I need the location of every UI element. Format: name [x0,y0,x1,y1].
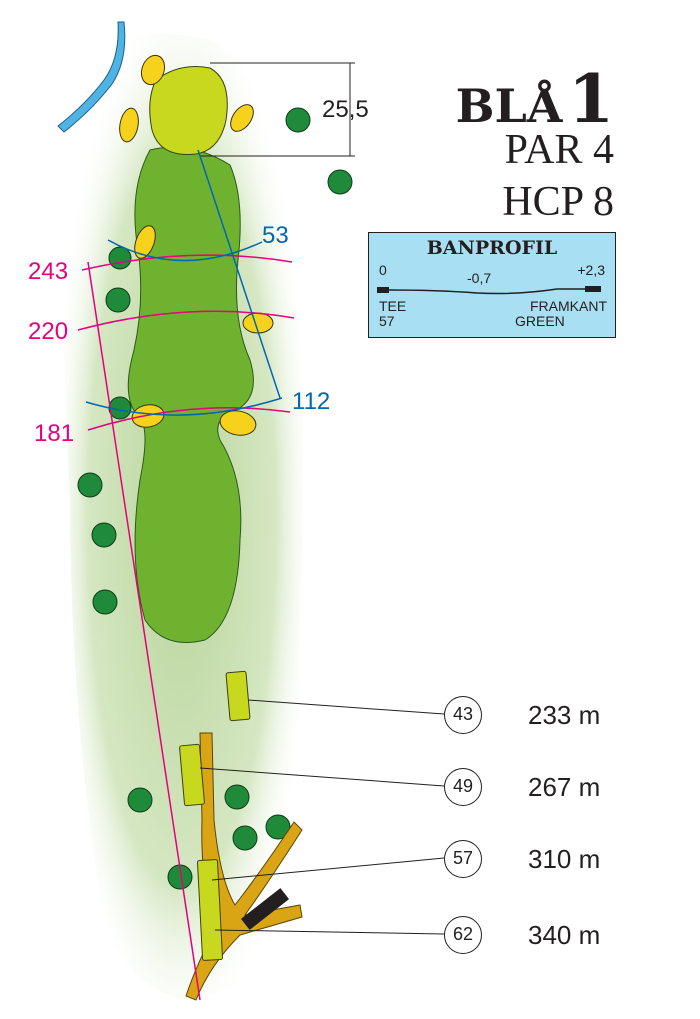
bunker [134,225,156,259]
profile-tee-number: 57 [379,313,395,329]
red-distance-lines [77,254,295,1001]
tree [105,287,131,313]
tee-box-43 [225,670,251,722]
tree [232,825,258,851]
tee-distance-49: 267 m [528,772,601,802]
trees [77,107,353,890]
tee-box-62 [240,888,290,930]
bunker [140,54,166,86]
tree [127,787,153,813]
tree [92,589,118,615]
red-distance-220: 220 [28,318,69,345]
tee-marker-57: 57 [444,840,482,878]
red-distance-181: 181 [34,420,75,447]
profile-line [377,286,601,295]
putting-green [149,66,228,155]
tee-distance-43: 233 m [528,700,601,730]
tee-box-57 [196,859,224,961]
profile-start-value: 0 [379,262,387,278]
profile-framkant-label: FRAMKANT [530,298,607,314]
tree [265,814,291,840]
red-aim-line [87,261,201,1001]
bunker [119,107,139,143]
tee-marker-43: 43 [444,696,482,734]
bunker [219,410,257,436]
green-depth-label: 25,5 [322,96,369,123]
bunkers [119,54,274,436]
profile-tee-label: TEE [379,298,407,314]
red-distance-243: 243 [28,258,69,285]
tree [91,522,117,548]
hole-number: 1 [568,60,614,138]
tee-marker-49: 49 [444,768,482,806]
tree [77,472,103,498]
tee-pointer-lines [199,699,445,935]
hcp-label: HCP 8 [502,179,614,225]
course-profile-box: BANPROFIL 0 -0,7 +2,3 TEE 57 FRAMKANT GR… [368,232,616,338]
profile-green-label: GREEN [515,313,565,329]
tee-distance-57: 310 m [528,844,601,874]
tree [285,107,311,133]
tee-distance-62: 340 m [528,920,601,950]
profile-mid-value: -0,7 [467,270,492,286]
line-112 [85,397,283,416]
tree [224,784,250,810]
blue-distance-112: 112 [292,388,331,415]
tee-boxes [179,670,251,961]
tee-box-49 [179,743,205,807]
profile-title: BANPROFIL [426,237,558,259]
course-name: BLÅ [455,79,563,133]
bunker [230,104,254,132]
tree [108,246,132,270]
blue-distance-lines [85,149,283,416]
water-hazard [57,21,126,133]
fairway [127,146,254,643]
blue-distance-53: 53 [262,222,289,249]
blue-aim-line [197,149,281,399]
green-depth-lines [200,62,355,157]
profile-end-value: +2,3 [577,262,605,278]
par-label: PAR 4 [504,127,614,173]
hole-title: BLÅ 1 [456,60,614,138]
tee-marker-62: 62 [444,916,482,954]
line-53 [107,239,263,262]
line-243 [81,254,293,271]
tree [327,169,353,195]
line-220 [77,310,295,331]
